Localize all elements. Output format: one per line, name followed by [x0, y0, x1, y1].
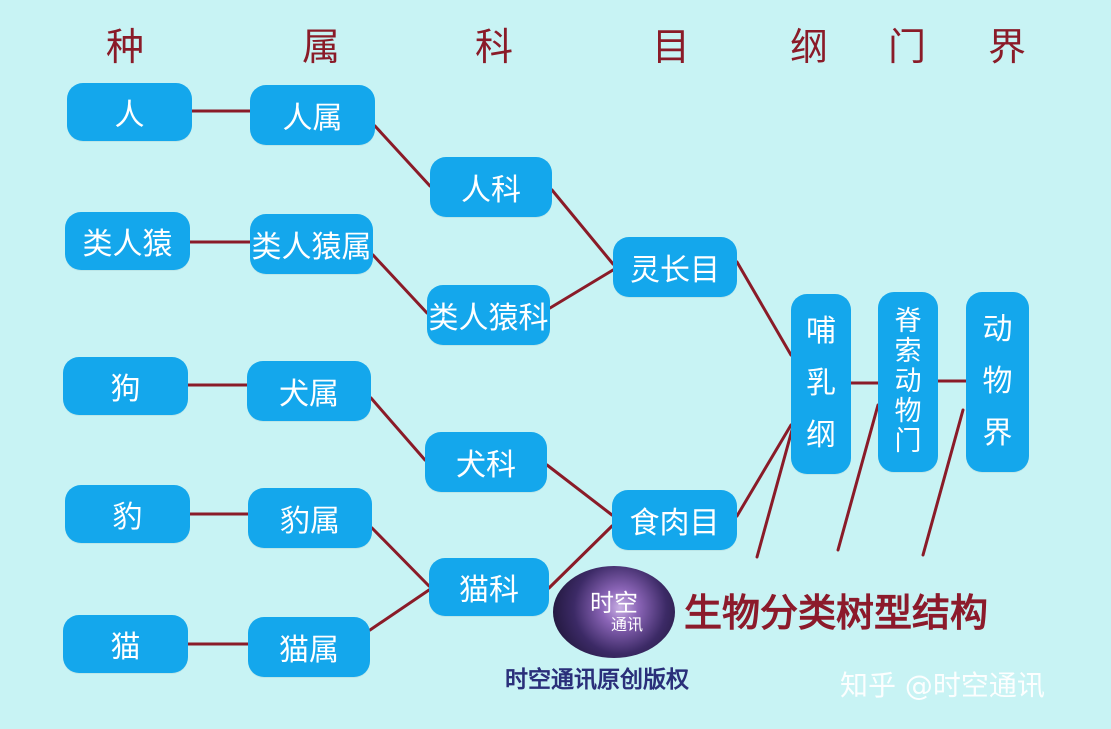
link-apefamily-primate [548, 268, 615, 310]
link-dogfamily-carnivore [545, 463, 614, 517]
link-primate-mammal [735, 260, 793, 357]
rank-header-family: 科 [475, 25, 514, 69]
node-order-carnivore: 食肉目 [612, 490, 737, 550]
node-species-ape: 类人猿 [65, 212, 190, 270]
node-kingdom-animal: 动物界 [966, 292, 1029, 472]
node-class-mammal-label: 哺乳纲 [806, 314, 836, 453]
node-species-dog: 狗 [63, 357, 188, 415]
link-catfamily-carnivore [547, 524, 614, 590]
node-species-leopard: 豹 [65, 485, 190, 543]
tail-chordate [836, 403, 880, 552]
rank-header-kingdom: 界 [988, 25, 1027, 69]
logo-line-2: 通讯 [610, 615, 643, 634]
logo-line-1: 时空 [590, 589, 638, 617]
link-humanfamily-primate [550, 188, 615, 266]
rank-header-class: 纲 [790, 25, 829, 69]
node-kingdom-animal-label: 动物界 [982, 312, 1013, 451]
node-genus-canis: 犬属 [247, 361, 371, 421]
node-order-primate: 灵长目 [613, 237, 737, 297]
rank-header-phylum: 门 [888, 25, 927, 69]
link-canis-dogfamily [369, 396, 427, 462]
copyright-text: 时空通讯原创版权 [505, 667, 689, 693]
node-genus-homo: 人属 [250, 85, 375, 145]
rank-header-genus: 属 [302, 25, 341, 69]
node-family-ape: 类人猿科 [427, 285, 550, 345]
link-apegenus-apefamily [371, 253, 429, 315]
node-genus-felis: 猫属 [248, 617, 370, 677]
node-species-cat: 猫 [63, 615, 188, 673]
node-family-cat: 猫科 [429, 558, 549, 616]
tail-kingdom [921, 408, 965, 557]
diagram-title: 生物分类树型结构 [684, 591, 989, 635]
zhihu-watermark: 知乎 @时空通讯 [840, 669, 1045, 702]
node-species-human: 人 [67, 83, 192, 141]
tail-mammal [755, 410, 799, 559]
link-leopardgenus-catfamily [370, 526, 431, 588]
node-family-dog: 犬科 [425, 432, 547, 492]
brand-logo: 时空 通讯 [553, 566, 675, 658]
node-genus-leopard: 豹属 [248, 488, 372, 548]
rank-header-species: 种 [106, 25, 145, 69]
node-phylum-chordate: 脊索动物门 [878, 292, 938, 472]
rank-header-order: 目 [652, 25, 691, 69]
link-homo-humanfamily [373, 124, 432, 188]
node-phylum-chordate-label: 脊索动物门 [894, 306, 922, 457]
link-felis-catfamily [368, 588, 431, 632]
node-class-mammal: 哺乳纲 [791, 294, 851, 474]
node-family-human: 人科 [430, 157, 552, 217]
node-genus-ape: 类人猿属 [250, 214, 373, 274]
link-carnivore-mammal [735, 423, 793, 518]
